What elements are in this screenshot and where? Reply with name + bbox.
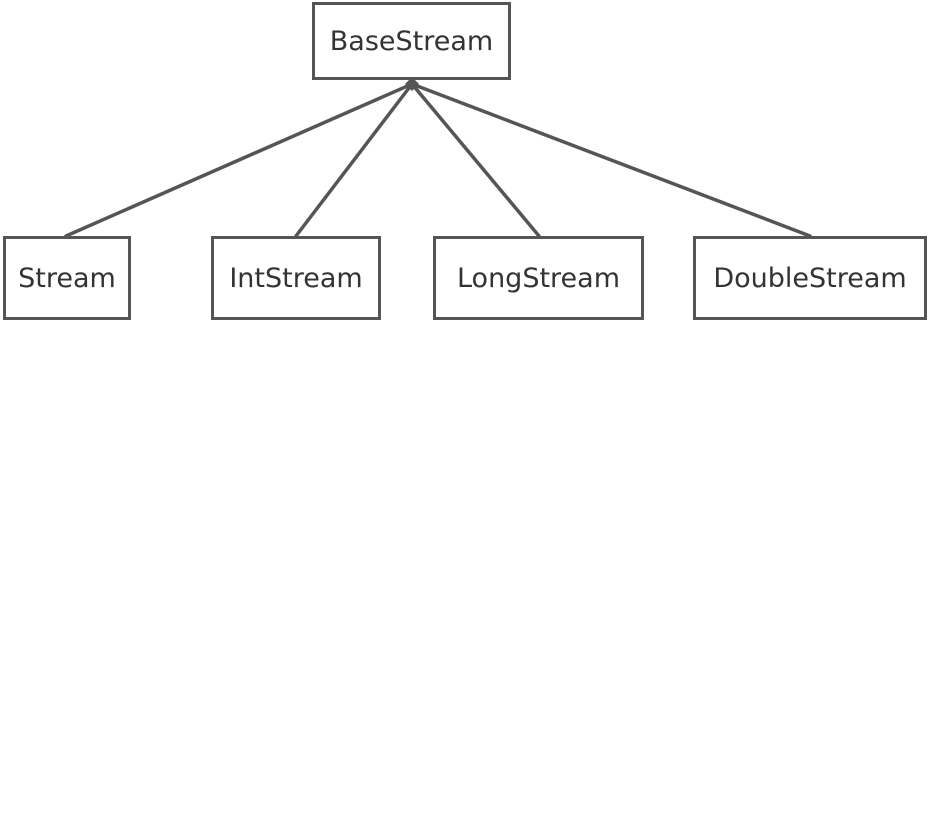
longstream-node[interactable]: LongStream [433, 236, 644, 320]
longstream-label: LongStream [456, 262, 621, 294]
connector-longstream [410, 82, 541, 238]
intstream-node[interactable]: IntStream [211, 236, 381, 320]
connector-stream [64, 82, 414, 238]
convergence-marker [405, 77, 419, 91]
connector-intstream [294, 82, 414, 238]
stream-label: Stream [18, 262, 116, 294]
doublestream-label: DoubleStream [713, 262, 907, 294]
basestream-label: BaseStream [329, 25, 494, 57]
intstream-label: IntStream [229, 262, 363, 294]
basestream-node[interactable]: BaseStream [312, 2, 511, 80]
connector-doublestream [410, 82, 812, 238]
doublestream-node[interactable]: DoubleStream [693, 236, 927, 320]
stream-node[interactable]: Stream [3, 236, 131, 320]
